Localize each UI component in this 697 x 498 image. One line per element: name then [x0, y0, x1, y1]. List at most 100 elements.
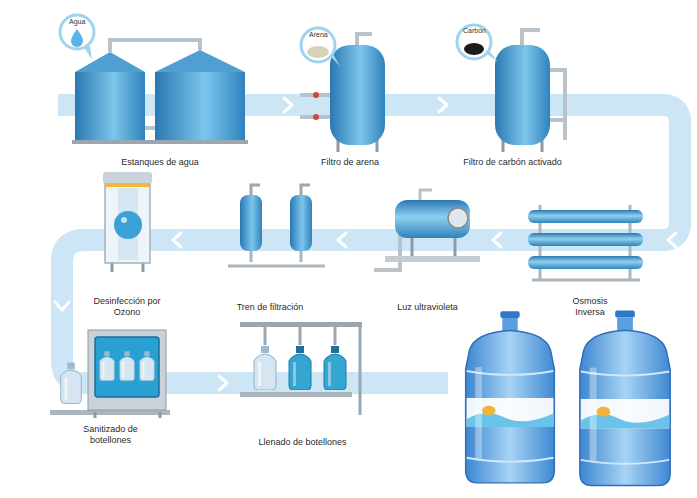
flow-chevron [338, 233, 346, 247]
uv-lamp-part [448, 208, 468, 228]
filtration-train-part [290, 195, 312, 251]
water-tanks-part [145, 126, 155, 130]
bottle-filler-part [240, 392, 352, 397]
ozone-column [103, 172, 152, 272]
water-tanks-part [75, 72, 145, 140]
bottle-sanitizer-part [61, 362, 82, 403]
process-step: Filtro de carbón activado [455, 20, 570, 170]
reverse-osmosis-part [528, 256, 643, 269]
step-label-group: Llenado de botellones [235, 437, 370, 448]
reverse-osmosis [528, 205, 643, 280]
sand-filter [300, 34, 385, 152]
filtration-train [228, 185, 325, 266]
water-tanks-part [72, 140, 248, 144]
water-callout-part [60, 15, 94, 49]
uv-lamp-part [374, 230, 400, 270]
flow-chevron [439, 98, 447, 112]
step-label-group: Desinfección por Ozono [89, 296, 165, 318]
flow-band-segment [260, 94, 300, 116]
carbon-filter-part [522, 30, 540, 45]
bottle-filler-part [265, 327, 360, 415]
step-label-group: Estanques de agua [60, 157, 260, 168]
flow-connector [55, 240, 89, 318]
reverse-osmosis-part [528, 233, 643, 246]
flow-band-segment [485, 229, 520, 251]
bottle-filler-part [254, 346, 276, 390]
bottle-sanitizer-part [95, 412, 160, 418]
step-label: Tren de filtración [237, 302, 304, 313]
sand-filter-part [313, 114, 319, 120]
flow-connector [485, 233, 520, 247]
step-label: Osmosis Inversa [560, 296, 620, 318]
water-jugs [466, 311, 671, 486]
step-label: Filtro de carbón activado [463, 157, 562, 168]
step-label-group: Osmosis Inversa [520, 296, 660, 318]
carbon-filter-part [495, 45, 550, 145]
water-callout [60, 15, 94, 60]
water-callout-part [71, 29, 83, 47]
bottle-sanitizer-part [88, 330, 166, 410]
sand-filter-part [330, 45, 385, 145]
flow-band-segment [330, 229, 370, 251]
filtration-train-part [228, 250, 325, 266]
flow-chevron [219, 376, 227, 390]
step-label-group: Sanitizado de botellones [48, 424, 173, 446]
bottle-sanitizer-part [140, 351, 155, 380]
carbon-callout [457, 25, 498, 62]
sand-callout-part [307, 46, 329, 58]
flow-chevron [493, 233, 501, 247]
water-tanks [72, 40, 248, 144]
sand-filter-part [357, 34, 372, 45]
process-step: Desinfección por Ozono [89, 165, 165, 320]
uv-lamp-part [420, 190, 432, 200]
water-tanks-part [110, 40, 200, 52]
step-label-group: Filtro de carbón activado [455, 157, 570, 168]
ozone-column-part [105, 183, 150, 187]
callout-label: Carbón [463, 27, 486, 35]
water-tanks-part [155, 50, 245, 72]
flow-chevron [284, 98, 292, 112]
flow-connector [570, 105, 680, 247]
step-label-group: Tren de filtración [210, 302, 330, 313]
flow-chevron [55, 302, 69, 310]
bottle-filler-part [240, 322, 362, 327]
process-step: Luz ultravioleta [370, 185, 485, 315]
step-label: Estanques de agua [121, 157, 199, 168]
process-step: Sanitizado de botellones [48, 318, 173, 448]
flow-connector [260, 98, 300, 112]
sand-callout [301, 28, 340, 66]
process-step: Llenado de botellones [235, 315, 370, 450]
step-label: Luz ultravioleta [397, 302, 458, 313]
carbon-callout-part [464, 43, 484, 55]
water-jugs-part [580, 311, 670, 486]
step-label: Llenado de botellones [258, 437, 346, 448]
ozone-column-part [112, 263, 143, 272]
bottle-filler-part [289, 346, 311, 390]
callout-label: Arena [309, 31, 328, 39]
filtration-train-part [240, 195, 262, 251]
filtration-train-part [251, 185, 310, 195]
ozone-column-part [114, 211, 142, 239]
carbon-filter-part [550, 70, 565, 140]
step-label-group: Filtro de arena [300, 157, 400, 168]
process-step: Tren de filtración [210, 170, 330, 315]
flow-connector [400, 98, 455, 112]
water-jugs-part [466, 311, 555, 483]
step-label: Filtro de arena [321, 157, 379, 168]
flow-connector [173, 376, 235, 390]
uv-lamp-part [395, 200, 470, 238]
uv-lamp [374, 190, 480, 270]
ozone-column-part [103, 172, 152, 184]
bottle-sanitizer-part [120, 351, 135, 380]
bottle-sanitizer-part [50, 410, 170, 415]
flow-connector [165, 233, 210, 247]
process-step: Estanques de agua [60, 20, 260, 170]
bottle-filler-part [324, 346, 346, 390]
flow-chevron [668, 233, 676, 247]
carbon-callout-part [457, 25, 491, 59]
bottle-sanitizer [50, 330, 170, 418]
uv-lamp-part [412, 236, 455, 258]
ozone-column-part [105, 178, 150, 263]
